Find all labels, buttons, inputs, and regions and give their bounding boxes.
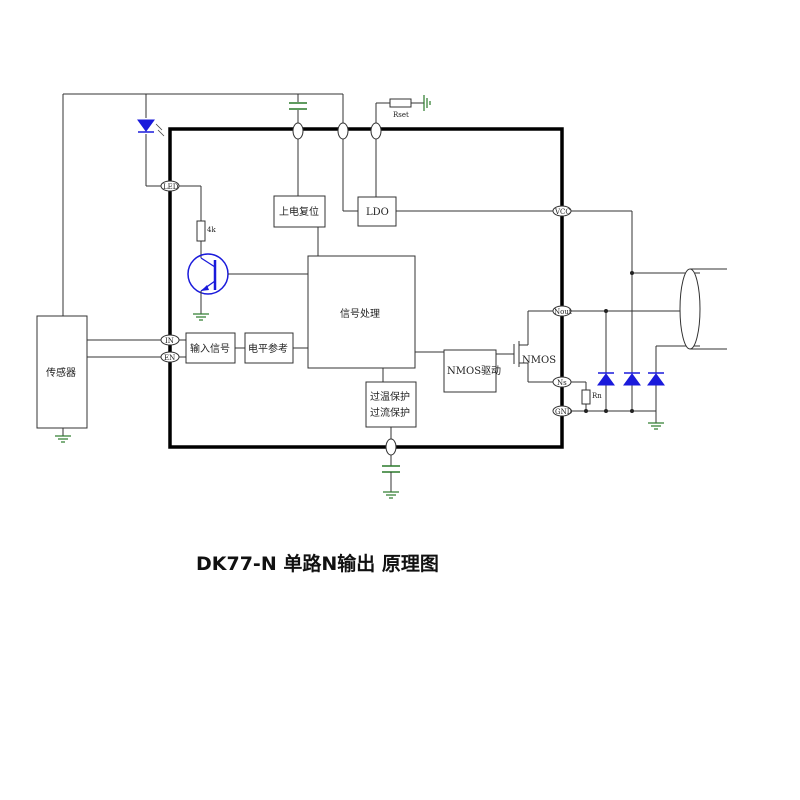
rn-resistor-icon <box>581 389 591 405</box>
pin-marker-cap <box>292 122 304 140</box>
tvs-diode-1-icon <box>597 372 615 386</box>
transistor-wiring <box>200 273 308 314</box>
sensor-wiring <box>62 339 162 436</box>
resistor-4k-label: 4k <box>207 226 216 234</box>
level-reference-block <box>244 332 294 364</box>
top-wiring <box>62 93 424 316</box>
pin-marker-bottom <box>385 438 397 456</box>
rset-resistor-icon <box>389 98 412 108</box>
cable-connector-icon <box>679 268 727 350</box>
protection-label-line2: 过流保护 <box>370 406 410 419</box>
protection-block <box>365 381 417 428</box>
pin-in-label: IN <box>165 337 174 345</box>
output-ground-icon <box>648 422 664 430</box>
nmos-driver-block <box>443 349 497 393</box>
ldo-label: LDO <box>366 207 389 218</box>
nmos-driver-label: NMOS驱动 <box>447 365 501 377</box>
rn-label: Rn <box>592 392 602 400</box>
input-signal-block <box>185 332 236 364</box>
signal-processing-block <box>307 255 416 369</box>
signal-processing-label: 信号处理 <box>340 308 380 320</box>
input-signal-label: 输入信号 <box>190 342 230 355</box>
transistor-ground-icon <box>193 313 209 321</box>
pin-en-label: EN <box>164 354 175 362</box>
led-diode-icon <box>137 119 165 137</box>
pin-vcc-label: VCC <box>554 208 571 216</box>
nmos-label: NMOS <box>522 355 556 366</box>
level-reference-label: 电平参考 <box>248 342 288 355</box>
pin-marker-ldo <box>337 122 349 140</box>
sensor-label: 传感器 <box>46 366 76 379</box>
diagram-title: DK77-N 单路N输出 原理图 <box>196 552 439 575</box>
bottom-capacitor-icon <box>382 465 400 473</box>
pin-led-label: LED <box>163 183 179 191</box>
junction-dots <box>584 271 634 413</box>
sensor-block <box>36 315 88 429</box>
power-on-reset-label: 上电复位 <box>279 205 319 218</box>
power-on-reset-block <box>273 195 326 228</box>
chip-outline <box>168 127 564 449</box>
nmos-transistor-icon <box>513 311 529 382</box>
pin-nout-label: Nout <box>554 308 572 316</box>
rset-ground-icon <box>423 95 431 111</box>
transistor-icon <box>187 253 229 295</box>
tvs-diode-2-icon <box>623 372 641 386</box>
pin-gnd-label: GND <box>555 408 573 416</box>
input-wiring <box>179 339 308 358</box>
rset-label: Rset <box>393 111 409 119</box>
ldo-block <box>357 196 397 227</box>
protection-label-line1: 过温保护 <box>370 390 410 403</box>
sensor-ground-icon <box>55 435 71 443</box>
bottom-ground-icon <box>383 491 399 499</box>
tvs-diode-3-icon <box>647 372 665 386</box>
pin-marker-rset <box>370 122 382 140</box>
resistor-4k-icon <box>196 220 206 242</box>
pin-ns-label: Ns <box>557 379 567 387</box>
top-capacitor-icon <box>289 102 307 110</box>
